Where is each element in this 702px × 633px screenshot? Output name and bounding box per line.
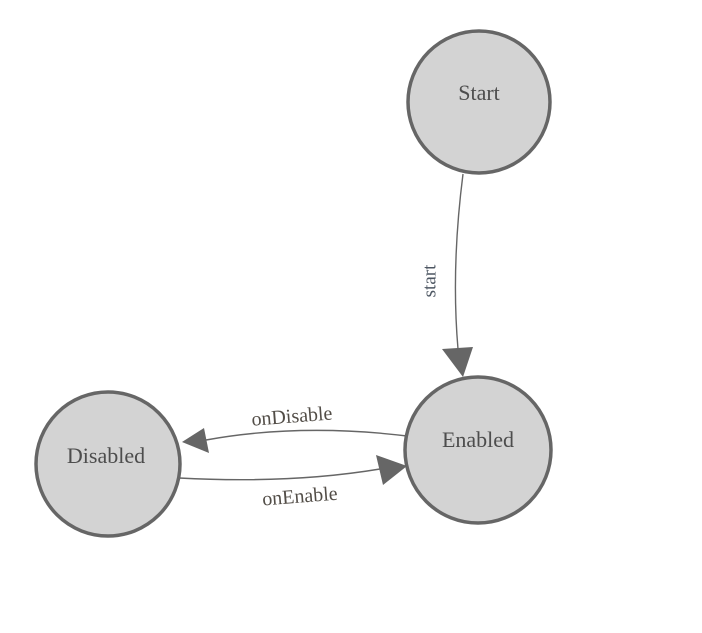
arrowhead-right-icon [376, 455, 407, 485]
state-label-start: Start [458, 80, 500, 105]
edge-line-start[interactable] [454, 173, 464, 350]
edge-enabled-to-disabled[interactable]: onDisable [182, 402, 408, 453]
edge-start-to-enabled[interactable]: start [419, 173, 473, 377]
edge-line-onenable[interactable] [178, 468, 381, 481]
arrowhead-down-icon [442, 347, 473, 377]
edge-disabled-to-enabled[interactable]: onEnable [178, 455, 407, 511]
state-label-disabled: Disabled [67, 443, 145, 468]
state-label-enabled: Enabled [442, 427, 514, 452]
state-circle-start[interactable] [406, 29, 552, 175]
edge-label-ondisable: onDisable [251, 402, 334, 430]
state-circle-enabled[interactable] [403, 375, 553, 525]
arrowhead-left-icon [182, 428, 209, 453]
edge-label-onenable: onEnable [261, 483, 338, 511]
state-node-start[interactable]: Start [406, 29, 552, 175]
state-circle-disabled[interactable] [34, 390, 182, 538]
edge-line-ondisable[interactable] [205, 429, 408, 441]
state-node-disabled[interactable]: Disabled [34, 390, 182, 538]
edge-label-start: start [419, 264, 440, 297]
state-node-enabled[interactable]: Enabled [403, 375, 553, 525]
